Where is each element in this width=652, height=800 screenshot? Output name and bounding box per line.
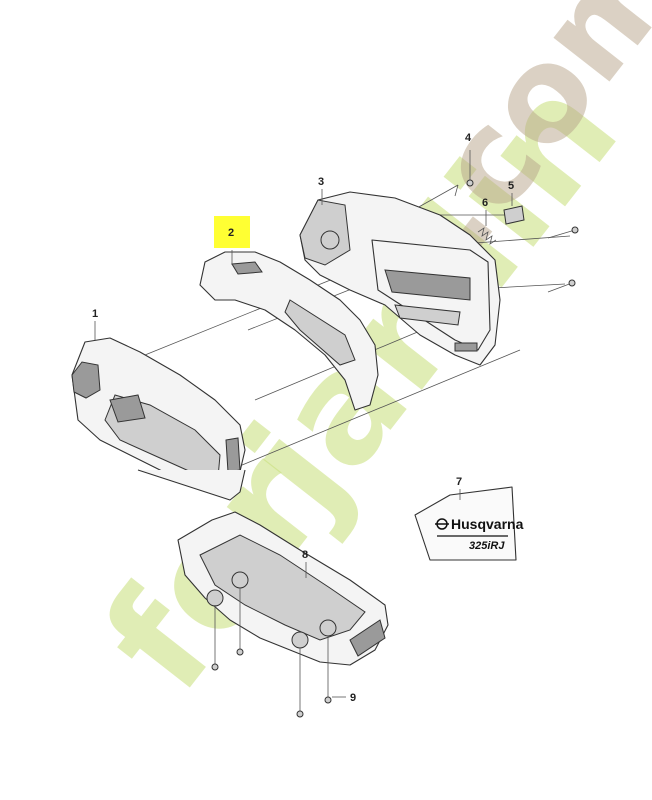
part-7-decal: Husqvarna 325iRJ (414, 486, 524, 561)
callout-2: 2 (228, 227, 234, 239)
part-6-spring (477, 227, 497, 245)
part-5-clip (503, 205, 525, 225)
decal-brand-text: Husqvarna (451, 516, 524, 532)
callouts: 1 2 3 4 5 6 7 8 9 (92, 132, 514, 704)
callout-9: 9 (350, 692, 356, 704)
callout-8: 8 (302, 549, 308, 561)
callout-3: 3 (318, 176, 324, 188)
callout-4: 4 (465, 132, 472, 144)
decal-model-text: 325iRJ (469, 540, 505, 552)
part-2-top-handle (199, 251, 379, 411)
part-3-rear-housing (299, 191, 501, 366)
part-4-screws (454, 150, 579, 293)
callout-7: 7 (456, 476, 462, 488)
callout-6: 6 (482, 197, 488, 209)
part-1-front-housing (71, 337, 246, 501)
callout-2-highlight (214, 216, 250, 248)
part-8-bottom-cover (177, 511, 389, 666)
callout-5: 5 (508, 180, 514, 192)
callout-1: 1 (92, 308, 98, 320)
husqvarna-logo-icon (435, 518, 449, 530)
part-9-screws (211, 588, 332, 718)
